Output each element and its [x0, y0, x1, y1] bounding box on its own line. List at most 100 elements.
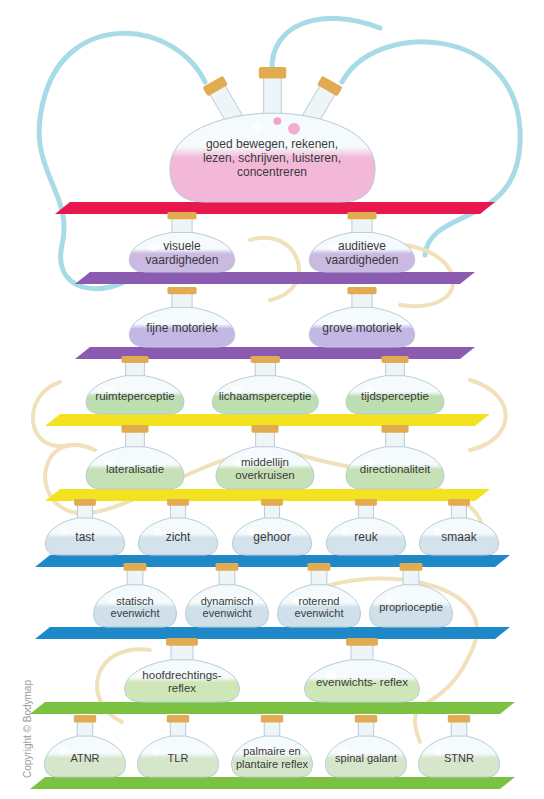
flask-label: tast — [49, 531, 121, 545]
blue-tubes — [39, 18, 520, 288]
flask-shape — [83, 356, 187, 414]
flask-node: grove motoriek — [306, 287, 418, 347]
flask-label-area: zicht — [142, 524, 214, 553]
flask-node: TLR — [135, 715, 221, 777]
flask-shape — [417, 499, 501, 555]
flask-shape — [343, 356, 447, 414]
flask-node: ATNR — [42, 715, 128, 777]
flask-node: proprioceptie — [367, 563, 455, 627]
flask-label: evenwichts- reflex — [310, 676, 415, 689]
flask-shape — [324, 499, 408, 555]
flask-label-area: ruimteperceptie — [90, 382, 179, 412]
flask-label-area: smaak — [423, 524, 495, 553]
flask-node: tast — [43, 499, 127, 555]
flask-shape — [126, 287, 238, 347]
flask-label-area: visuele vaardigheden — [134, 238, 230, 269]
flask-node: gehoor — [230, 499, 314, 555]
flask-label: gehoor — [236, 531, 308, 545]
flask-label-area: ATNR — [48, 742, 122, 774]
flask-label-area: grove motoriek — [314, 313, 410, 344]
flask-label-area: fijne motoriek — [134, 313, 230, 344]
flask-node: evenwichts- reflex — [301, 638, 423, 702]
beige-tubes — [33, 238, 506, 742]
flask-node: roterend evenwicht — [275, 563, 363, 627]
flask-shape — [306, 287, 418, 347]
flask-label: TLR — [141, 752, 215, 765]
flask-label-area: tijdsperceptie — [350, 382, 439, 412]
flask-node: palmaire en plantaire reflex — [229, 715, 315, 777]
flask-label-area: directionaliteit — [350, 453, 439, 486]
flask-label-area: palmaire en plantaire reflex — [235, 742, 309, 774]
flask-label: tijdsperceptie — [350, 390, 439, 403]
flask-label: ruimteperceptie — [90, 390, 179, 403]
flask-node: zicht — [136, 499, 220, 555]
flask-shape — [343, 425, 447, 489]
flask-label: middellijn overkruisen — [220, 456, 309, 482]
flask-label-area: STNR — [422, 742, 496, 774]
three-neck-flask-shape — [165, 67, 380, 202]
flask-label: hoofdrechtings- reflex — [130, 669, 235, 695]
flask-shape — [43, 499, 127, 555]
flask-node: dynamisch evenwicht — [183, 563, 271, 627]
flask-node: lichaamsperceptie — [209, 356, 322, 414]
flask-shape — [135, 715, 221, 777]
flask-node: spinal galant — [323, 715, 409, 777]
flask-label-area: roterend evenwicht — [281, 591, 357, 624]
flask-shape — [416, 715, 502, 777]
flask-label-area: hoofdrechtings- reflex — [130, 666, 235, 699]
flask-label: STNR — [422, 752, 496, 765]
flask-label-area: tast — [49, 524, 121, 553]
flask-label: palmaire en plantaire reflex — [235, 745, 309, 770]
flask-node: ruimteperceptie — [83, 356, 187, 414]
flask-label: proprioceptie — [373, 601, 449, 614]
flask-node: tijdsperceptie — [343, 356, 447, 414]
flask-label: fijne motoriek — [134, 322, 230, 336]
flask-label-area: reuk — [330, 524, 402, 553]
flask-label: goed bewegen, rekenen, lezen, schrijven,… — [201, 138, 343, 179]
flask-node: reuk — [324, 499, 408, 555]
flask-label-area: statisch evenwicht — [97, 591, 173, 624]
flask-label-area: TLR — [141, 742, 215, 774]
flask-shape — [42, 715, 128, 777]
flask-label: spinal galant — [329, 752, 403, 765]
flask-node: auditieve vaardigheden — [306, 212, 418, 272]
flask-label-area: auditieve vaardigheden — [314, 238, 410, 269]
flask-label-area: middellijn overkruisen — [220, 453, 309, 486]
flask-shape — [230, 499, 314, 555]
flask-node: lateralisatie — [83, 425, 187, 489]
flask-label: reuk — [330, 531, 402, 545]
flask-shape — [301, 638, 423, 702]
shelves — [30, 202, 515, 789]
flask-label: ATNR — [48, 752, 122, 765]
flask-node: fijne motoriek — [126, 287, 238, 347]
flask-label-area: evenwichts- reflex — [310, 666, 415, 699]
flask-node: directionaliteit — [343, 425, 447, 489]
flask-shape — [209, 356, 322, 414]
flask-label-area: proprioceptie — [373, 591, 449, 624]
flask-node: smaak — [417, 499, 501, 555]
flask-label-area: gehoor — [236, 524, 308, 553]
flask-label: roterend evenwicht — [281, 595, 357, 620]
flask-label-area: lateralisatie — [90, 453, 179, 486]
flask-node: hoofdrechtings- reflex — [121, 638, 243, 702]
flask-label: directionaliteit — [350, 463, 439, 476]
flask-label: zicht — [142, 531, 214, 545]
flask-node: middellijn overkruisen — [213, 425, 317, 489]
flask-label: smaak — [423, 531, 495, 545]
flask-shape — [136, 499, 220, 555]
flask-label-area: spinal galant — [329, 742, 403, 774]
flask-label: lichaamsperceptie — [217, 390, 314, 403]
goal-flask: goed bewegen, rekenen, lezen, schrijven,… — [165, 67, 380, 202]
flask-label-area: dynamisch evenwicht — [189, 591, 265, 624]
flask-shape — [367, 563, 455, 627]
flask-shape — [83, 425, 187, 489]
flask-label: statisch evenwicht — [97, 595, 173, 620]
flask-label: visuele vaardigheden — [134, 240, 230, 268]
flask-node: visuele vaardigheden — [126, 212, 238, 272]
flask-label: auditieve vaardigheden — [314, 240, 410, 268]
flask-label-area: goed bewegen, rekenen, lezen, schrijven,… — [201, 124, 343, 194]
copyright-note: Copyright © Bodymap — [22, 680, 33, 778]
flask-label: lateralisatie — [90, 463, 179, 476]
flask-shape — [323, 715, 409, 777]
